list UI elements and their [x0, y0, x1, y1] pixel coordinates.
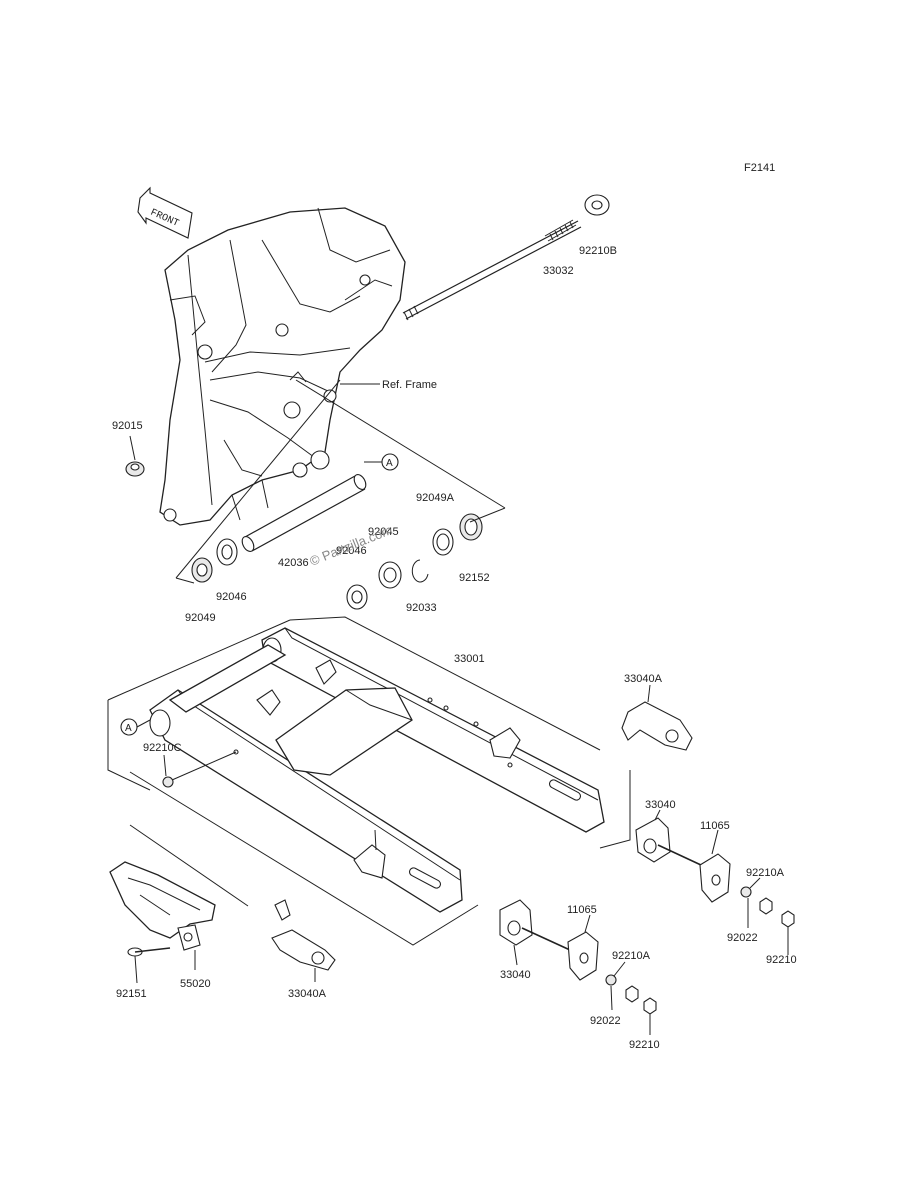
- front-arrow-icon: FRONT: [137, 186, 193, 239]
- label-92049: 92049: [185, 612, 216, 624]
- label-92046-right: 92046: [336, 545, 367, 557]
- cap-92015: [125, 435, 145, 477]
- label-92152: 92152: [459, 572, 490, 584]
- svg-text:A: A: [386, 458, 393, 469]
- label-42036: 42036: [278, 557, 309, 569]
- label-33032: 33032: [543, 265, 574, 277]
- nut-92210b: [584, 194, 610, 216]
- bearing-92046-right: [346, 584, 368, 610]
- label-33040-center: 33040: [500, 969, 531, 981]
- label-55020: 55020: [180, 978, 211, 990]
- adjuster-block-33040-center: [499, 899, 571, 966]
- label-92022-center: 92022: [590, 1015, 621, 1027]
- label-92210-center: 92210: [629, 1039, 660, 1051]
- washer-92022-right: [740, 886, 752, 898]
- svg-text:A: A: [125, 723, 132, 734]
- nut-92210-right-a: [759, 897, 773, 915]
- plug-92210c: [162, 751, 237, 788]
- seal-92049: [191, 557, 213, 583]
- sleeve-42036: [241, 474, 367, 552]
- label-92033: 92033: [406, 602, 437, 614]
- nut-92210-center-b: [643, 997, 657, 1015]
- label-11065-right: 11065: [700, 820, 730, 832]
- nut-92210-right-b: [781, 910, 795, 928]
- washer-92022-center: [605, 974, 617, 986]
- adjuster-plate-33040a-left: [271, 899, 336, 982]
- pivot-shaft: [402, 219, 582, 321]
- frame-illustration: [159, 207, 406, 526]
- label-92049a: 92049A: [416, 492, 455, 504]
- bolt-92151: [127, 947, 171, 984]
- callout-a-top: A: [381, 453, 399, 471]
- bearing-92045: [378, 561, 402, 589]
- label-92015: 92015: [112, 420, 143, 432]
- bearing-92046-left: [216, 538, 238, 566]
- label-33040a-right: 33040A: [624, 673, 663, 685]
- nut-92210-center-a: [625, 985, 639, 1003]
- watermark: © Partzilla.com: [308, 522, 395, 569]
- stopper-11065-right: [699, 829, 731, 903]
- label-92022-right: 92022: [727, 932, 758, 944]
- label-92210-right: 92210: [766, 954, 797, 966]
- label-92210a-center: 92210A: [612, 950, 651, 962]
- label-92210b: 92210B: [579, 245, 617, 257]
- label-92046-left: 92046: [216, 591, 247, 603]
- label-33040-right: 33040: [645, 799, 676, 811]
- label-11065-center: 11065: [567, 904, 597, 916]
- collar-92049a: [432, 528, 454, 556]
- swingarm-33001: [107, 616, 631, 946]
- label-92045: 92045: [368, 526, 399, 538]
- label-92210c: 92210C: [143, 742, 182, 754]
- label-33040a-left: 33040A: [288, 988, 327, 1000]
- callout-a-bottom: A: [120, 718, 138, 736]
- chain-guard-55020: [109, 824, 249, 970]
- label-92210a-right: 92210A: [746, 867, 785, 879]
- circlip-92033: [411, 559, 429, 583]
- adjuster-plate-33040a-right: [621, 684, 693, 751]
- label-92151: 92151: [116, 988, 147, 1000]
- diagram-code: F2141: [744, 162, 775, 174]
- label-33001: 33001: [454, 653, 485, 665]
- cap-92152: [459, 513, 483, 541]
- stopper-11065-center: [567, 914, 599, 981]
- ref-frame-label: Ref. Frame: [382, 379, 437, 391]
